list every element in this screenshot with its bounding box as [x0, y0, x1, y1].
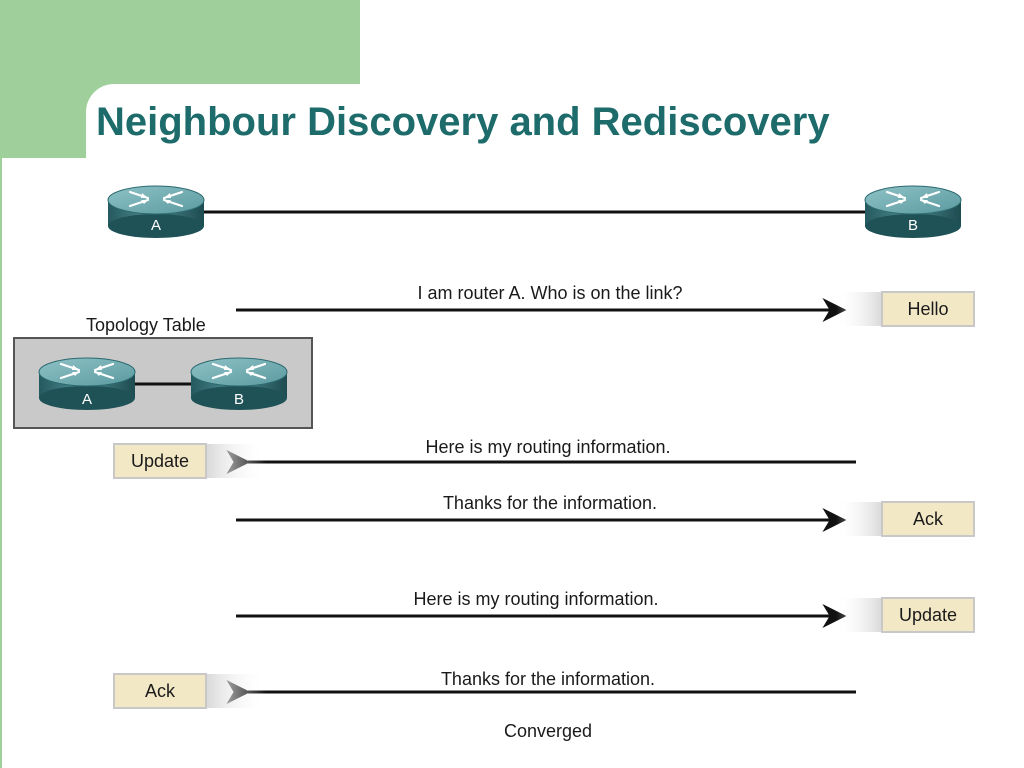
router-a-label: A	[151, 217, 161, 234]
message-2-text: Here is my routing information.	[425, 437, 670, 457]
update-tag-left-label: Update	[131, 451, 189, 471]
ack-tag-left-label: Ack	[145, 681, 176, 701]
converged-status: Converged	[504, 721, 592, 741]
hello-tag-label: Hello	[907, 299, 948, 319]
slide-title: Neighbour Discovery and Rediscovery	[96, 100, 830, 144]
ack-tag-right	[881, 501, 975, 537]
message-1-text: I am router A. Who is on the link?	[417, 283, 682, 303]
message-4-text: Here is my routing information.	[413, 589, 658, 609]
message-3-text: Thanks for the information.	[443, 493, 657, 513]
update-tag-left	[113, 443, 207, 479]
message-2-tag-fade	[206, 444, 266, 478]
ack-tag-right-label: Ack	[913, 509, 944, 529]
router-b-icon: B	[863, 184, 963, 240]
topology-table-heading: Topology Table	[86, 315, 206, 335]
message-1-tag-fade	[836, 292, 882, 326]
message-4-tag-fade	[836, 598, 882, 632]
message-5-text: Thanks for the information.	[441, 669, 655, 689]
router-a-icon: A	[106, 184, 206, 240]
router-b-label: B	[908, 217, 918, 234]
left-accent-rule	[0, 158, 2, 768]
message-5-tag-fade	[206, 674, 266, 708]
update-tag-right-label: Update	[899, 605, 957, 625]
hello-tag	[881, 291, 975, 327]
update-tag-right	[881, 597, 975, 633]
header-notch	[86, 84, 1024, 194]
topology-router-b-label: B	[234, 391, 244, 408]
topology-router-a-icon: A	[37, 356, 137, 412]
message-3-tag-fade	[836, 502, 882, 536]
ack-tag-left	[113, 673, 207, 709]
topology-router-a-label: A	[82, 391, 92, 408]
topology-router-b-icon: B	[189, 356, 289, 412]
